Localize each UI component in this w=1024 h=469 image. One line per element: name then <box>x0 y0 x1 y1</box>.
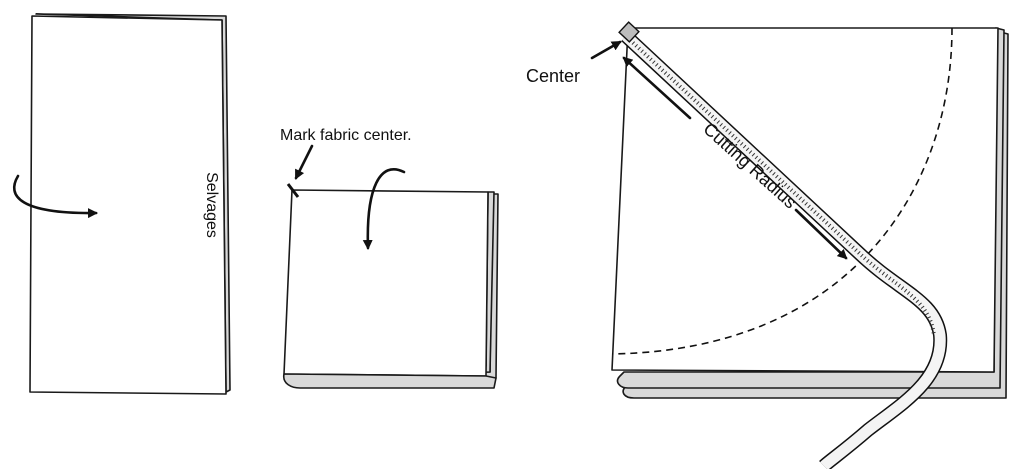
mark-center-label: Mark fabric center. <box>280 127 412 144</box>
panel-1-folded-fabric: Selvages <box>13 13 231 395</box>
fabric-bottom-shadow <box>282 373 497 389</box>
center-label: Center <box>526 66 580 86</box>
selvages-label: Selvages <box>203 172 220 238</box>
cutting-arc-dashed <box>611 27 953 355</box>
fold-arrow-icon <box>13 174 98 219</box>
fabric-top-layer <box>283 189 489 377</box>
measuring-tape-icon <box>618 21 948 469</box>
radius-arrow-lower-icon <box>794 208 848 260</box>
panel-2-quartered-fabric: Mark fabric center. <box>280 127 499 389</box>
center-mark <box>286 183 300 198</box>
center-pointer-arrow-icon <box>590 40 622 60</box>
pointer-arrow-icon <box>294 144 314 180</box>
panel-3-cutting-radius: Center Cutting Radius <box>526 21 1009 469</box>
fold-down-arrow-icon <box>362 168 406 250</box>
fabric-front-layer <box>29 15 227 395</box>
radius-arrow-upper-icon <box>622 56 692 120</box>
